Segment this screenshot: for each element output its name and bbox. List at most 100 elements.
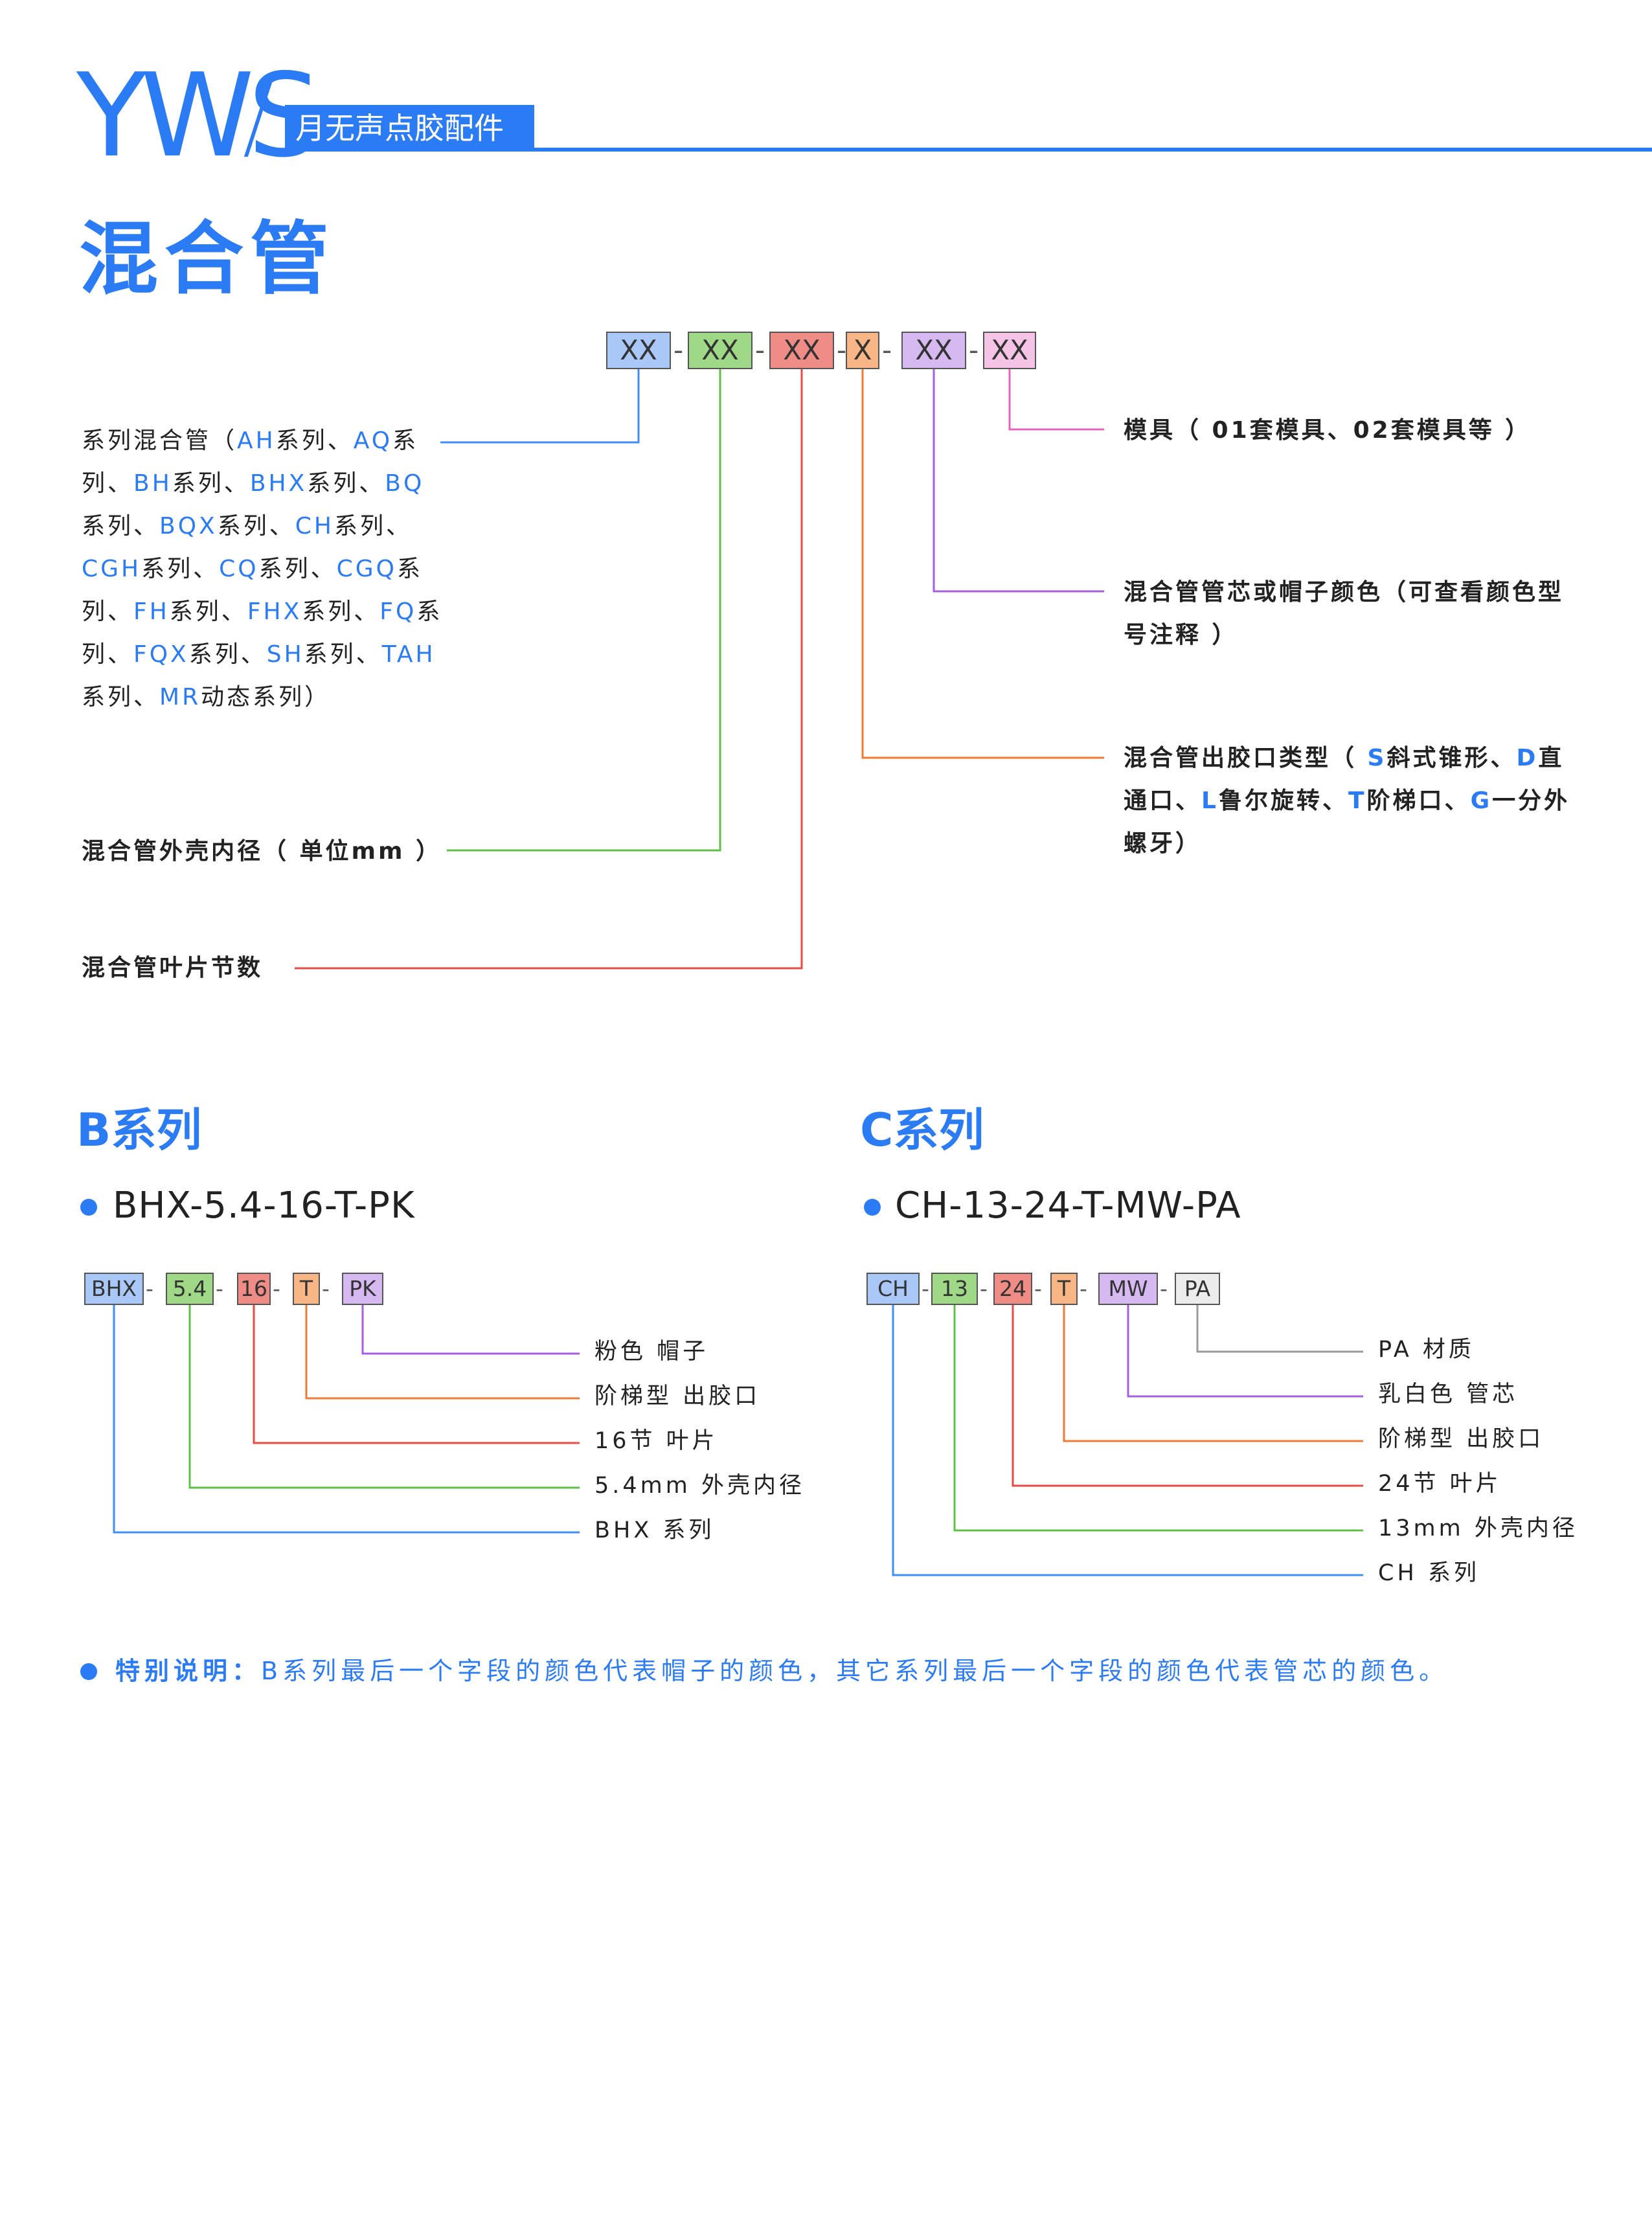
code-separator: -: [882, 334, 892, 366]
outlet-seg: T: [1348, 788, 1367, 814]
series-seg: FQX: [133, 641, 189, 668]
connector-series: [440, 369, 640, 444]
b-series-model: BHX-5.4-16-T-PK: [113, 1185, 415, 1227]
b_series-connector: [253, 1305, 580, 1444]
series-seg: 系列、: [82, 684, 160, 710]
c-series-title: C系列: [860, 1104, 984, 1157]
outlet-seg: 斜式锥形、: [1386, 745, 1517, 771]
c_series-connector: [1012, 1305, 1363, 1487]
c_series-label: PA 材质: [1378, 1337, 1475, 1363]
outlet-seg: G: [1470, 788, 1493, 814]
series-seg: TAH: [381, 641, 436, 668]
special-note: 特别说明：B系列最后一个字段的颜色代表帽子的颜色，其它系列最后一个字段的颜色代表…: [115, 1655, 1448, 1687]
series-seg: SH: [266, 641, 304, 668]
c_series-code-box: 24: [993, 1273, 1032, 1305]
main-code-box: XX: [606, 332, 671, 369]
outlet-seg: 混合管出胶口类型（: [1124, 745, 1368, 771]
outlet-seg: 鲁尔旋转、: [1218, 788, 1348, 814]
series-seg: 系列、: [172, 470, 250, 497]
b_series-label: 16节 叶片: [594, 1428, 718, 1454]
code-separator: -: [837, 334, 847, 366]
connector-outlet: [861, 369, 1104, 759]
category-tab: 月无声点胶配件: [285, 105, 534, 152]
code-separator: -: [969, 334, 979, 366]
code-separator: -: [1034, 1276, 1042, 1301]
series-seg: 系列、: [217, 513, 295, 539]
c_series-code-box: PA: [1175, 1273, 1220, 1305]
c_series-code-box: CH: [866, 1273, 920, 1305]
series-seg: CGQ: [336, 556, 397, 582]
code-separator: -: [755, 334, 765, 366]
series-seg: 系列混合管（: [82, 427, 238, 454]
code-separator: -: [1080, 1276, 1087, 1301]
b_series-connector: [305, 1305, 580, 1400]
series-seg: 系列、: [82, 598, 443, 668]
c_series-label: 乳白色 管芯: [1378, 1381, 1519, 1407]
c-series-bullet: [864, 1199, 881, 1216]
note-text: B系列最后一个字段的颜色代表帽子的颜色，其它系列最后一个字段的颜色代表管芯的颜色…: [261, 1657, 1449, 1685]
c_series-label: CH 系列: [1378, 1560, 1480, 1586]
code-separator: -: [980, 1276, 988, 1301]
series-seg: 系列、: [258, 556, 337, 582]
c_series-label: 阶梯型 出胶口: [1378, 1426, 1545, 1452]
page-title: 混合管: [79, 213, 335, 305]
connector-core-color: [933, 369, 1104, 593]
c_series-code-box: MW: [1098, 1273, 1158, 1305]
desc-blade-count: 混合管叶片节数: [82, 955, 264, 981]
main-code-box: XX: [983, 332, 1036, 369]
series-seg: 系列、: [334, 513, 412, 539]
outlet-seg: L: [1201, 788, 1219, 814]
series-seg: 系列、: [82, 556, 424, 625]
desc-series: 系列混合管（AH系列、AQ系列、BH系列、BHX系列、BQ系列、BQX系列、CH…: [82, 420, 444, 719]
main-code-box: XX: [769, 332, 834, 369]
series-seg: BQ: [385, 470, 425, 497]
b_series-label: 阶梯型 出胶口: [594, 1383, 761, 1409]
b_series-code-box: BHX: [84, 1273, 144, 1305]
series-seg: FHX: [247, 598, 302, 625]
outlet-seg: D: [1516, 745, 1539, 771]
b_series-code-box: 5.4: [166, 1273, 214, 1305]
b_series-label: 5.4mm 外壳内径: [594, 1473, 805, 1499]
outlet-seg: 阶梯口、: [1366, 788, 1471, 814]
b_series-code-box: T: [293, 1273, 320, 1305]
outlet-seg: 直通口、: [1124, 745, 1565, 814]
desc-outlet: 混合管出胶口类型（ S斜式锥形、D直通口、L鲁尔旋转、T阶梯口、G一分外螺牙）: [1124, 737, 1570, 865]
note-bullet: [80, 1663, 97, 1680]
series-seg: 动态系列）: [201, 684, 331, 710]
c_series-connector: [1127, 1305, 1363, 1398]
b_series-label: 粉色 帽子: [594, 1339, 709, 1365]
main-code-box: XX: [688, 332, 752, 369]
series-seg: BQX: [159, 513, 218, 539]
code-separator: -: [216, 1276, 223, 1301]
outlet-seg: S: [1367, 745, 1387, 771]
series-seg: 系列、: [169, 598, 247, 625]
b_series-code-box: 16: [237, 1273, 271, 1305]
series-seg: 系列、: [141, 556, 220, 582]
c_series-connector: [953, 1305, 1363, 1532]
main-code-box: X: [846, 332, 879, 369]
series-seg: AH: [237, 427, 276, 454]
series-seg: 系列、: [304, 641, 382, 668]
desc-core-color: 混合管管芯或帽子颜色（可查看颜色型号注释 ）: [1124, 579, 1565, 648]
c_series-label: 13mm 外壳内径: [1378, 1516, 1578, 1541]
b-series-bullet: [80, 1199, 97, 1216]
desc-mold: 模具（ 01套模具、02套模具等 ）: [1124, 417, 1532, 444]
b-series-title: B系列: [76, 1104, 202, 1157]
series-seg: AQ: [353, 427, 393, 454]
series-seg: 系列、: [82, 427, 419, 497]
code-separator: -: [922, 1276, 929, 1301]
brand-logo: YWS: [76, 49, 321, 183]
code-separator: -: [673, 334, 684, 366]
c-series-model: CH-13-24-T-MW-PA: [895, 1185, 1241, 1227]
series-seg: 系列、: [82, 513, 160, 539]
series-seg: FQ: [379, 598, 417, 625]
main-code-box: XX: [901, 332, 966, 369]
note-label: 特别说明：: [115, 1657, 262, 1685]
connector-mold: [1008, 369, 1104, 431]
series-seg: MR: [159, 684, 201, 710]
series-seg: CH: [295, 513, 334, 539]
series-seg: 系列、: [275, 427, 354, 454]
c_series-code-box: 13: [931, 1273, 978, 1305]
c_series-connector: [892, 1305, 1363, 1576]
